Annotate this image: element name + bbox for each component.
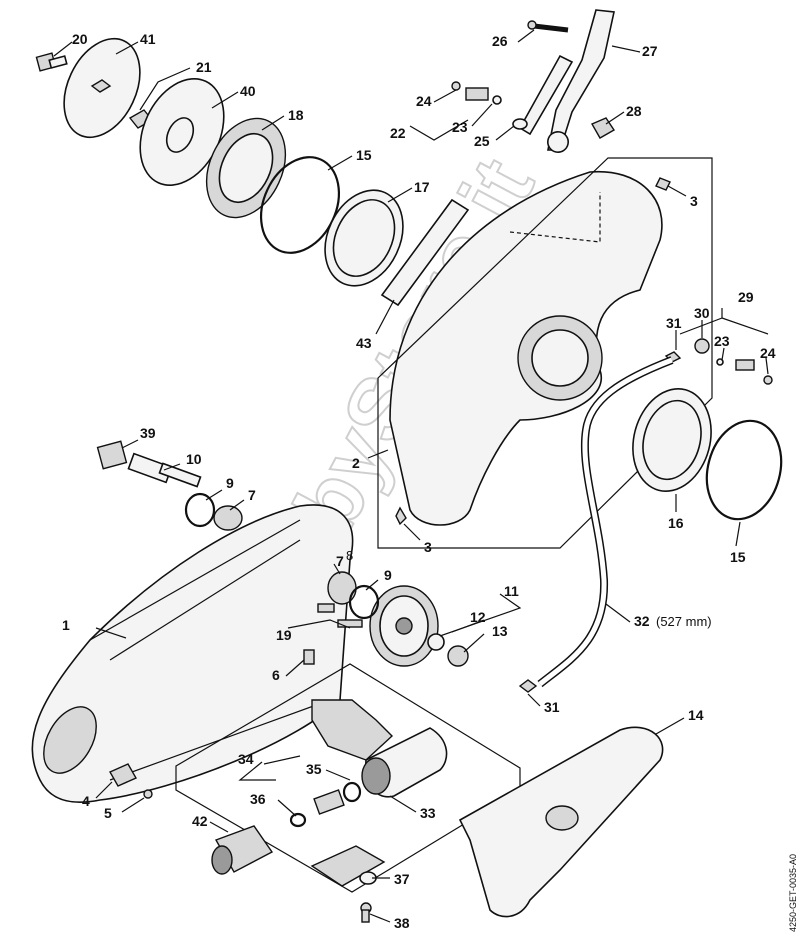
callout-24-right: 24 — [760, 345, 776, 361]
connector-42 — [211, 825, 274, 875]
callout-31-top: 31 — [666, 315, 682, 331]
bracket-4-5 — [109, 763, 153, 799]
callout-16: 16 — [668, 515, 684, 531]
bolt-20 — [35, 52, 68, 72]
callout-15-top: 15 — [356, 147, 372, 163]
callout-41: 41 — [140, 31, 156, 47]
callout-32: 32 — [634, 613, 650, 629]
callout-5: 5 — [104, 805, 112, 821]
callout-4: 4 — [82, 793, 90, 809]
callout-28: 28 — [626, 103, 642, 119]
valve-assembly-33 — [311, 699, 448, 798]
leader-lines — [53, 29, 769, 923]
washer-41 — [63, 37, 141, 139]
guard-group-frame — [377, 157, 713, 549]
callout-17: 17 — [414, 179, 430, 195]
callout-25: 25 — [474, 133, 490, 149]
spindle-39-10 — [96, 440, 243, 531]
callout-20: 20 — [72, 31, 88, 47]
callout-9-upper: 9 — [226, 475, 234, 491]
callout-14: 14 — [688, 707, 704, 723]
callout-18: 18 — [288, 107, 304, 123]
callout-22: 22 — [390, 125, 406, 141]
cover-plate-37 — [310, 845, 386, 887]
document-code: 4250-GET-0035-A0 — [788, 854, 798, 932]
callout-12: 12 — [470, 609, 486, 625]
callout-3-bottom: 3 — [424, 539, 432, 555]
hose-length-label: (527 mm) — [656, 614, 712, 629]
callout-34: 34 — [238, 751, 254, 767]
callout-35: 35 — [306, 761, 322, 777]
ring-15-right — [705, 419, 783, 521]
callout-3-top: 3 — [690, 193, 698, 209]
callout-36: 36 — [250, 791, 266, 807]
callout-40: 40 — [240, 83, 256, 99]
fittings-34-36 — [289, 781, 362, 828]
callout-numbers: 20 41 21 40 18 15 17 43 26 27 24 22 23 2… — [62, 31, 776, 931]
callout-33: 33 — [420, 805, 436, 821]
guard-arm-27 — [518, 9, 615, 153]
callout-24-top: 24 — [416, 93, 432, 109]
callout-29: 29 — [738, 289, 754, 305]
callout-37: 37 — [394, 871, 410, 887]
callout-27: 27 — [642, 43, 658, 59]
cutting-arm-1 — [31, 504, 354, 803]
cover-14 — [458, 726, 664, 918]
callout-31-bottom: 31 — [544, 699, 560, 715]
wheel-guard-2 — [389, 170, 671, 526]
callout-11: 11 — [504, 583, 519, 599]
callout-15-right: 15 — [730, 549, 746, 565]
callout-21: 21 — [196, 59, 212, 75]
callout-10: 10 — [186, 451, 202, 467]
belt-pulley-11 — [369, 585, 469, 667]
callout-2: 2 — [352, 455, 360, 471]
callout-7-upper: 7 — [248, 487, 256, 503]
callout-23-top: 23 — [452, 119, 468, 135]
callout-19: 19 — [276, 627, 292, 643]
callout-1: 1 — [62, 617, 70, 633]
bearing-7-9 — [317, 571, 380, 628]
callout-8: 8 — [346, 548, 353, 563]
callout-39: 39 — [140, 425, 156, 441]
callout-6: 6 — [272, 667, 280, 683]
callout-9-lower: 9 — [384, 567, 392, 583]
callout-7-lower: 7 — [336, 553, 344, 569]
callout-13: 13 — [492, 623, 508, 639]
callout-30: 30 — [694, 305, 710, 321]
callout-23-right: 23 — [714, 333, 730, 349]
callout-42: 42 — [192, 813, 208, 829]
ring-16 — [632, 388, 712, 492]
callout-38: 38 — [394, 915, 410, 931]
water-hose-32 — [518, 356, 674, 693]
callout-43: 43 — [356, 335, 372, 351]
callout-26: 26 — [492, 33, 508, 49]
screw-26 — [527, 20, 569, 33]
screw-6 — [303, 649, 315, 665]
screw-38 — [360, 902, 372, 923]
ring-17 — [324, 189, 404, 287]
